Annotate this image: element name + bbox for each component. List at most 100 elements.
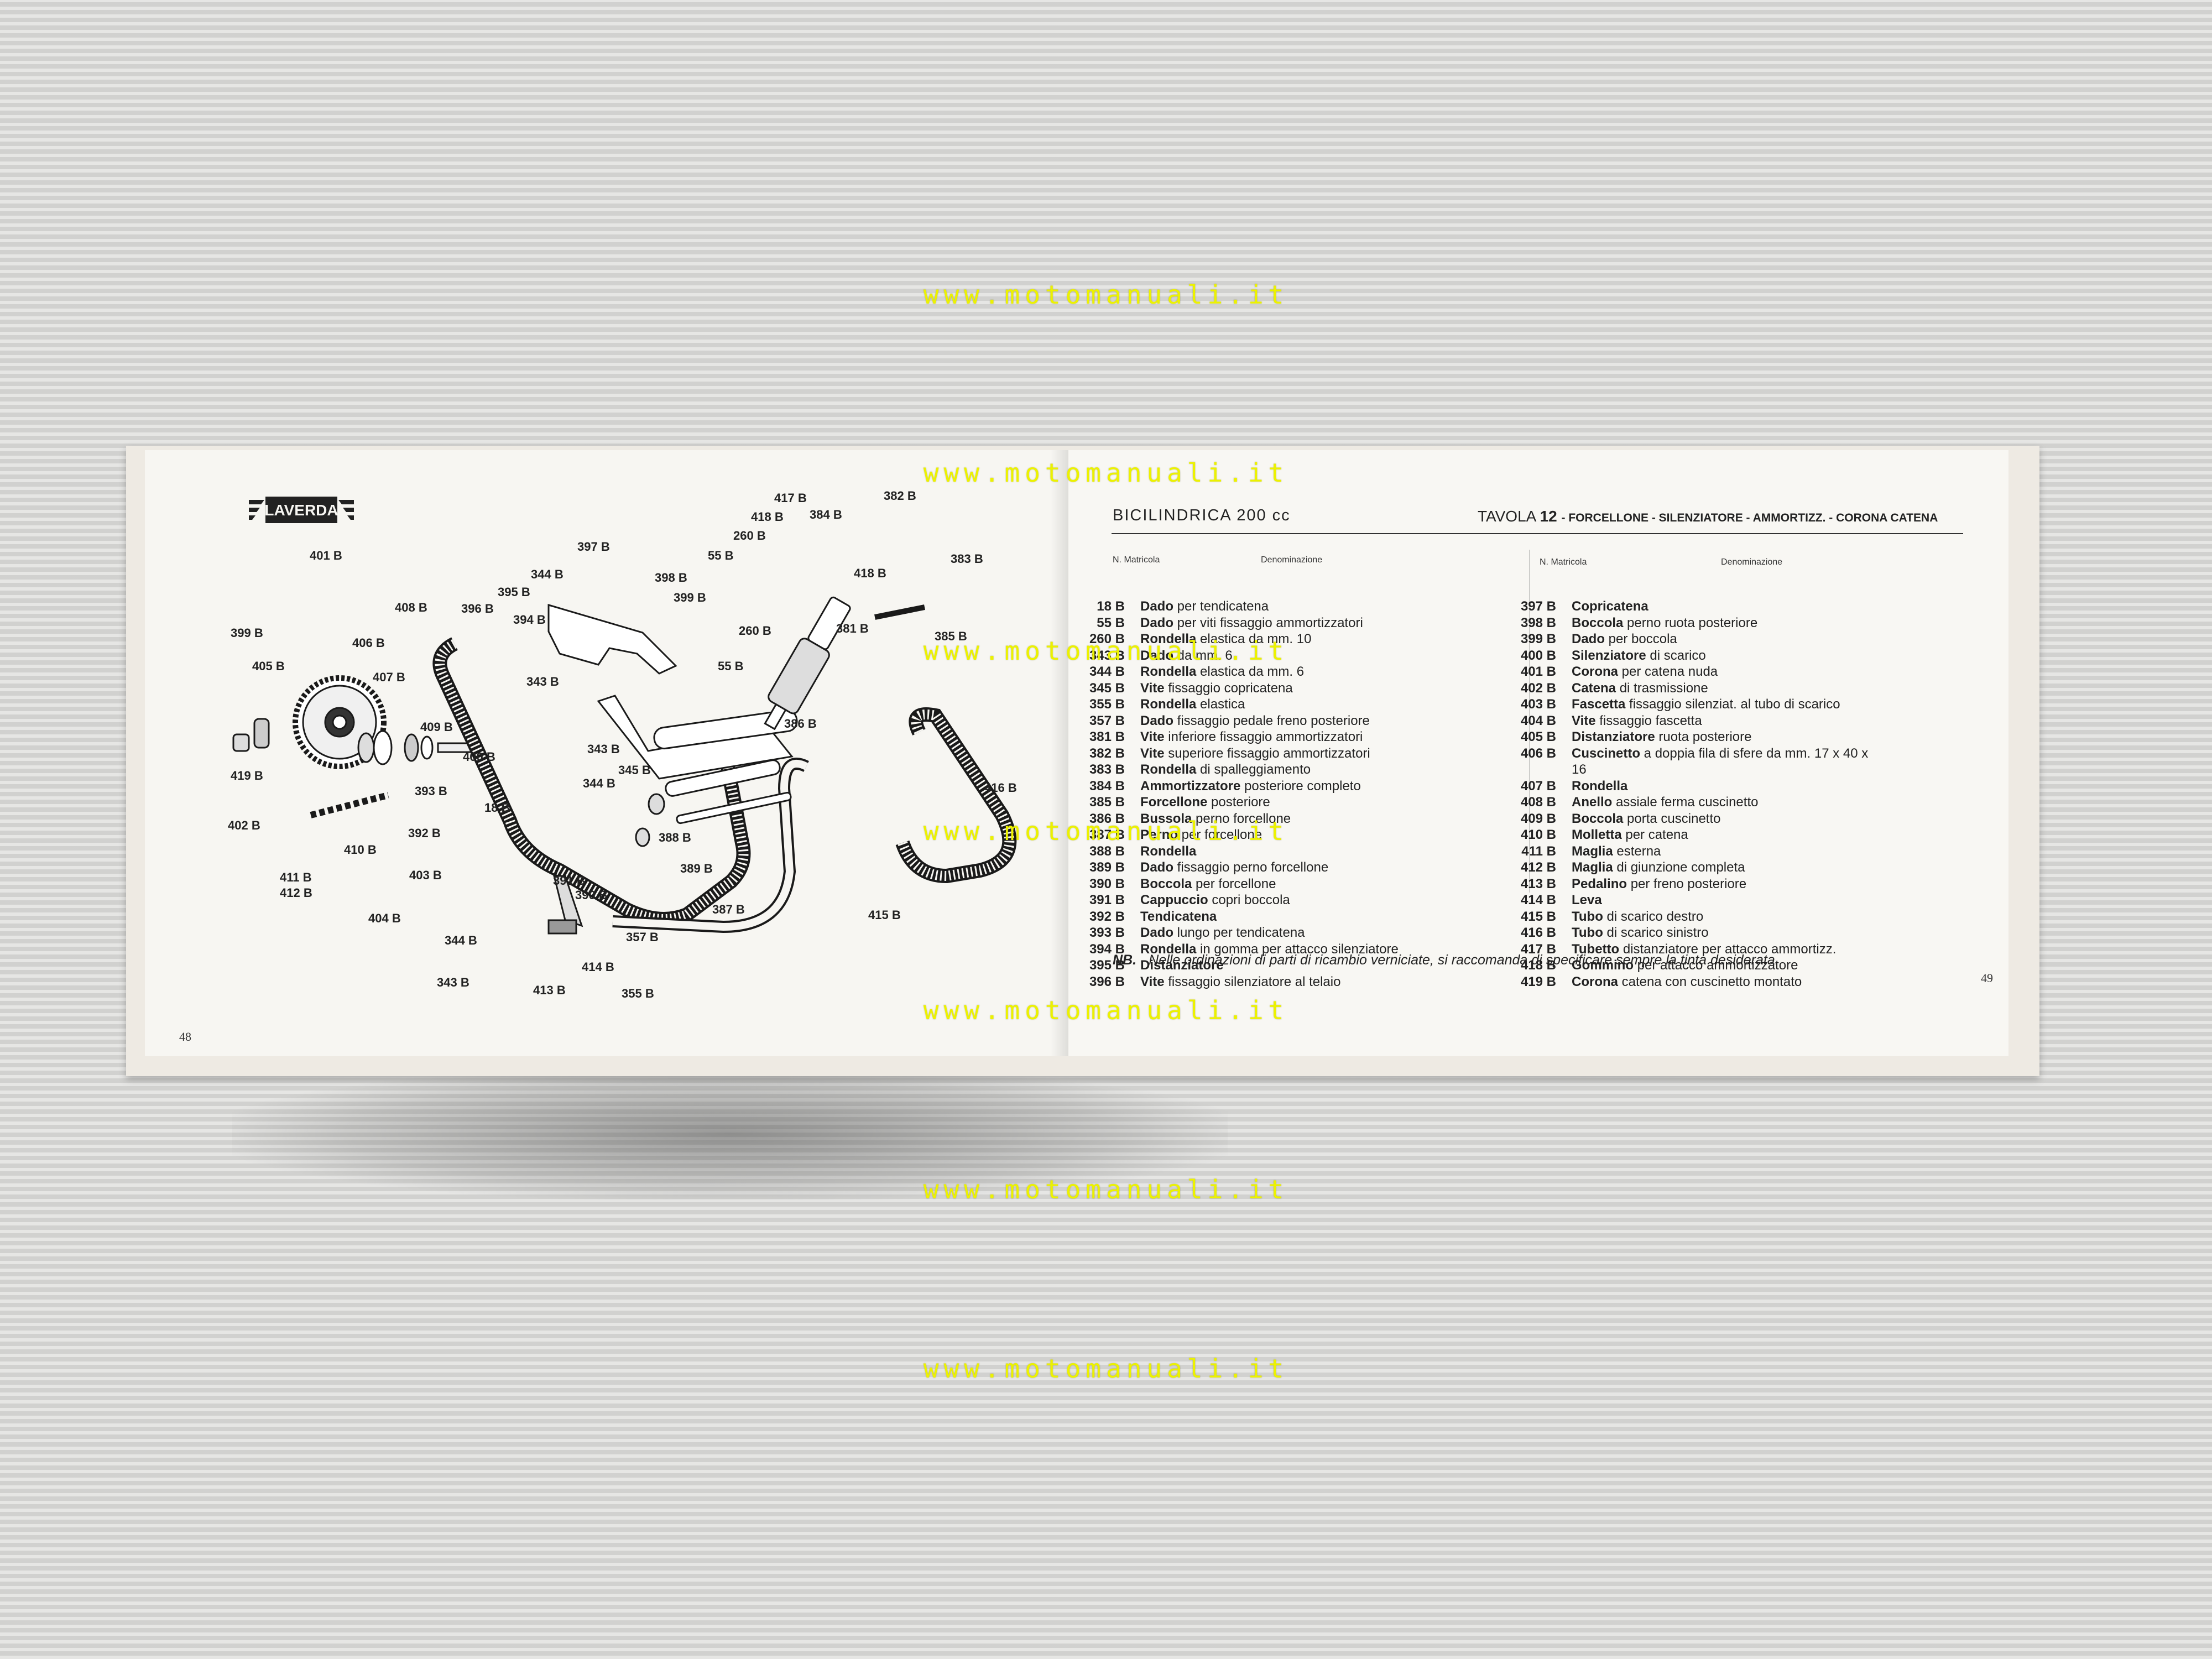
part-name: Dado	[1572, 632, 1605, 646]
callout-392: 392 B	[408, 826, 441, 840]
callout-415: 415 B	[868, 908, 901, 922]
part-code: 407 B	[1520, 778, 1556, 794]
callout-411: 411 B	[280, 870, 312, 884]
watermark-2: www.motomanuali.it	[923, 458, 1289, 488]
part-code: 405 B	[1520, 729, 1556, 744]
callout-402: 402 B	[228, 818, 260, 832]
logo-text: LAVERDA	[264, 502, 338, 519]
part-name: Corona	[1572, 974, 1618, 989]
callout-381: 381 B	[836, 622, 869, 635]
part-name: Vite	[1140, 745, 1165, 761]
part-code: 419 B	[1520, 974, 1556, 989]
table-subtitle: - FORCELLONE - SILENZIATORE - AMMORTIZZ.…	[1561, 512, 1938, 524]
callout-343: 343 B	[526, 675, 559, 688]
callout-388: 388 B	[659, 831, 691, 844]
callout-397: 397 B	[577, 540, 610, 554]
callout-383: 383 B	[951, 552, 983, 566]
callout-414: 414 B	[582, 960, 614, 974]
part-code: 418 B	[1520, 958, 1556, 973]
callout-391: 391 B	[553, 874, 586, 888]
callout-407: 407 B	[373, 670, 405, 684]
callout-400: 400 B	[463, 750, 495, 764]
part-description: Rondella in gomma per attacco silenziato…	[1140, 941, 1450, 958]
part-description: Dado lungo per tendicatena	[1140, 925, 1450, 941]
part-code: 260 B	[1089, 632, 1125, 646]
part-name: Copricatena	[1572, 599, 1648, 614]
part-code: 395 B	[1089, 958, 1125, 973]
part-code: 409 B	[1520, 811, 1556, 826]
part-name: Catena	[1572, 680, 1616, 696]
callout-406: 406 B	[352, 636, 385, 650]
part-code: 406 B	[1520, 745, 1556, 761]
part-code: 384 B	[1089, 778, 1125, 794]
watermark-3: www.motomanuali.it	[923, 636, 1289, 666]
part-code: 388 B	[1089, 843, 1125, 859]
callout-387: 387 B	[712, 902, 745, 916]
part-name: Rondella	[1572, 778, 1628, 794]
part-name: Maglia	[1572, 860, 1613, 875]
part-description: Maglia di giunzione completa	[1572, 859, 1881, 876]
callout-418-b: 418 B	[854, 566, 886, 580]
laverda-logo: LAVERDA	[249, 497, 354, 523]
part-detail: di scarico	[1646, 648, 1706, 663]
part-description: Anello assiale ferma cuscinetto	[1572, 794, 1881, 811]
part-code: 416 B	[1520, 925, 1556, 940]
part-detail: fissaggio copricatena	[1164, 680, 1293, 696]
part-row: 260 B Rondella elastica da mm. 10	[1068, 631, 1450, 648]
part-description: Cappuccio copri boccola	[1140, 892, 1450, 909]
col-head-name-left: Denominazione	[1261, 555, 1323, 565]
part-name: Tubo	[1572, 909, 1603, 924]
part-name: Leva	[1572, 893, 1602, 907]
callout-55-b: 55 B	[718, 659, 744, 673]
watermark-7: www.motomanuali.it	[923, 1354, 1289, 1384]
part-description: Dado per viti fissaggio ammortizzatori	[1140, 615, 1450, 632]
part-name: Silenziatore	[1572, 648, 1646, 663]
part-code: 404 B	[1520, 713, 1556, 728]
part-name: Rondella	[1140, 664, 1197, 679]
callout-398: 398 B	[655, 571, 687, 585]
callout-357: 357 B	[626, 930, 659, 944]
part-code: 357 B	[1089, 713, 1125, 728]
part-description: Pedalino per freno posteriore	[1572, 876, 1881, 893]
part-code: 344 B	[1089, 664, 1125, 679]
part-description: Catena di trasmissione	[1572, 680, 1881, 697]
part-code: 402 B	[1520, 680, 1556, 696]
part-description: Gommino per attacco ammortizzatore	[1572, 957, 1881, 974]
part-code: 410 B	[1520, 827, 1556, 842]
part-description: Dado per tendicatena	[1140, 598, 1450, 615]
part-name: Forcellone	[1140, 795, 1208, 810]
part-description: Distanziatore ruota posteriore	[1572, 729, 1881, 745]
part-name: Cuscinetto	[1572, 745, 1641, 761]
part-detail: in gomma per attacco silenziatore	[1196, 941, 1399, 957]
part-code: 414 B	[1520, 893, 1556, 907]
part-name: Dado	[1140, 648, 1173, 663]
callout-410: 410 B	[344, 843, 377, 857]
part-description: Ammortizzatore posteriore completo	[1140, 778, 1450, 795]
part-name: Dado	[1140, 860, 1173, 875]
part-name: Maglia	[1572, 843, 1613, 859]
part-code: 399 B	[1520, 632, 1556, 646]
part-description: Dado per boccola	[1572, 631, 1881, 648]
part-name: Rondella	[1140, 762, 1197, 777]
part-detail: catena con cuscinetto montato	[1618, 974, 1802, 989]
part-description: Rondella elastica da mm. 10	[1140, 631, 1450, 648]
part-description: Vite fissaggio silenziatore al telaio	[1140, 974, 1450, 990]
part-name: Perno	[1140, 827, 1178, 842]
